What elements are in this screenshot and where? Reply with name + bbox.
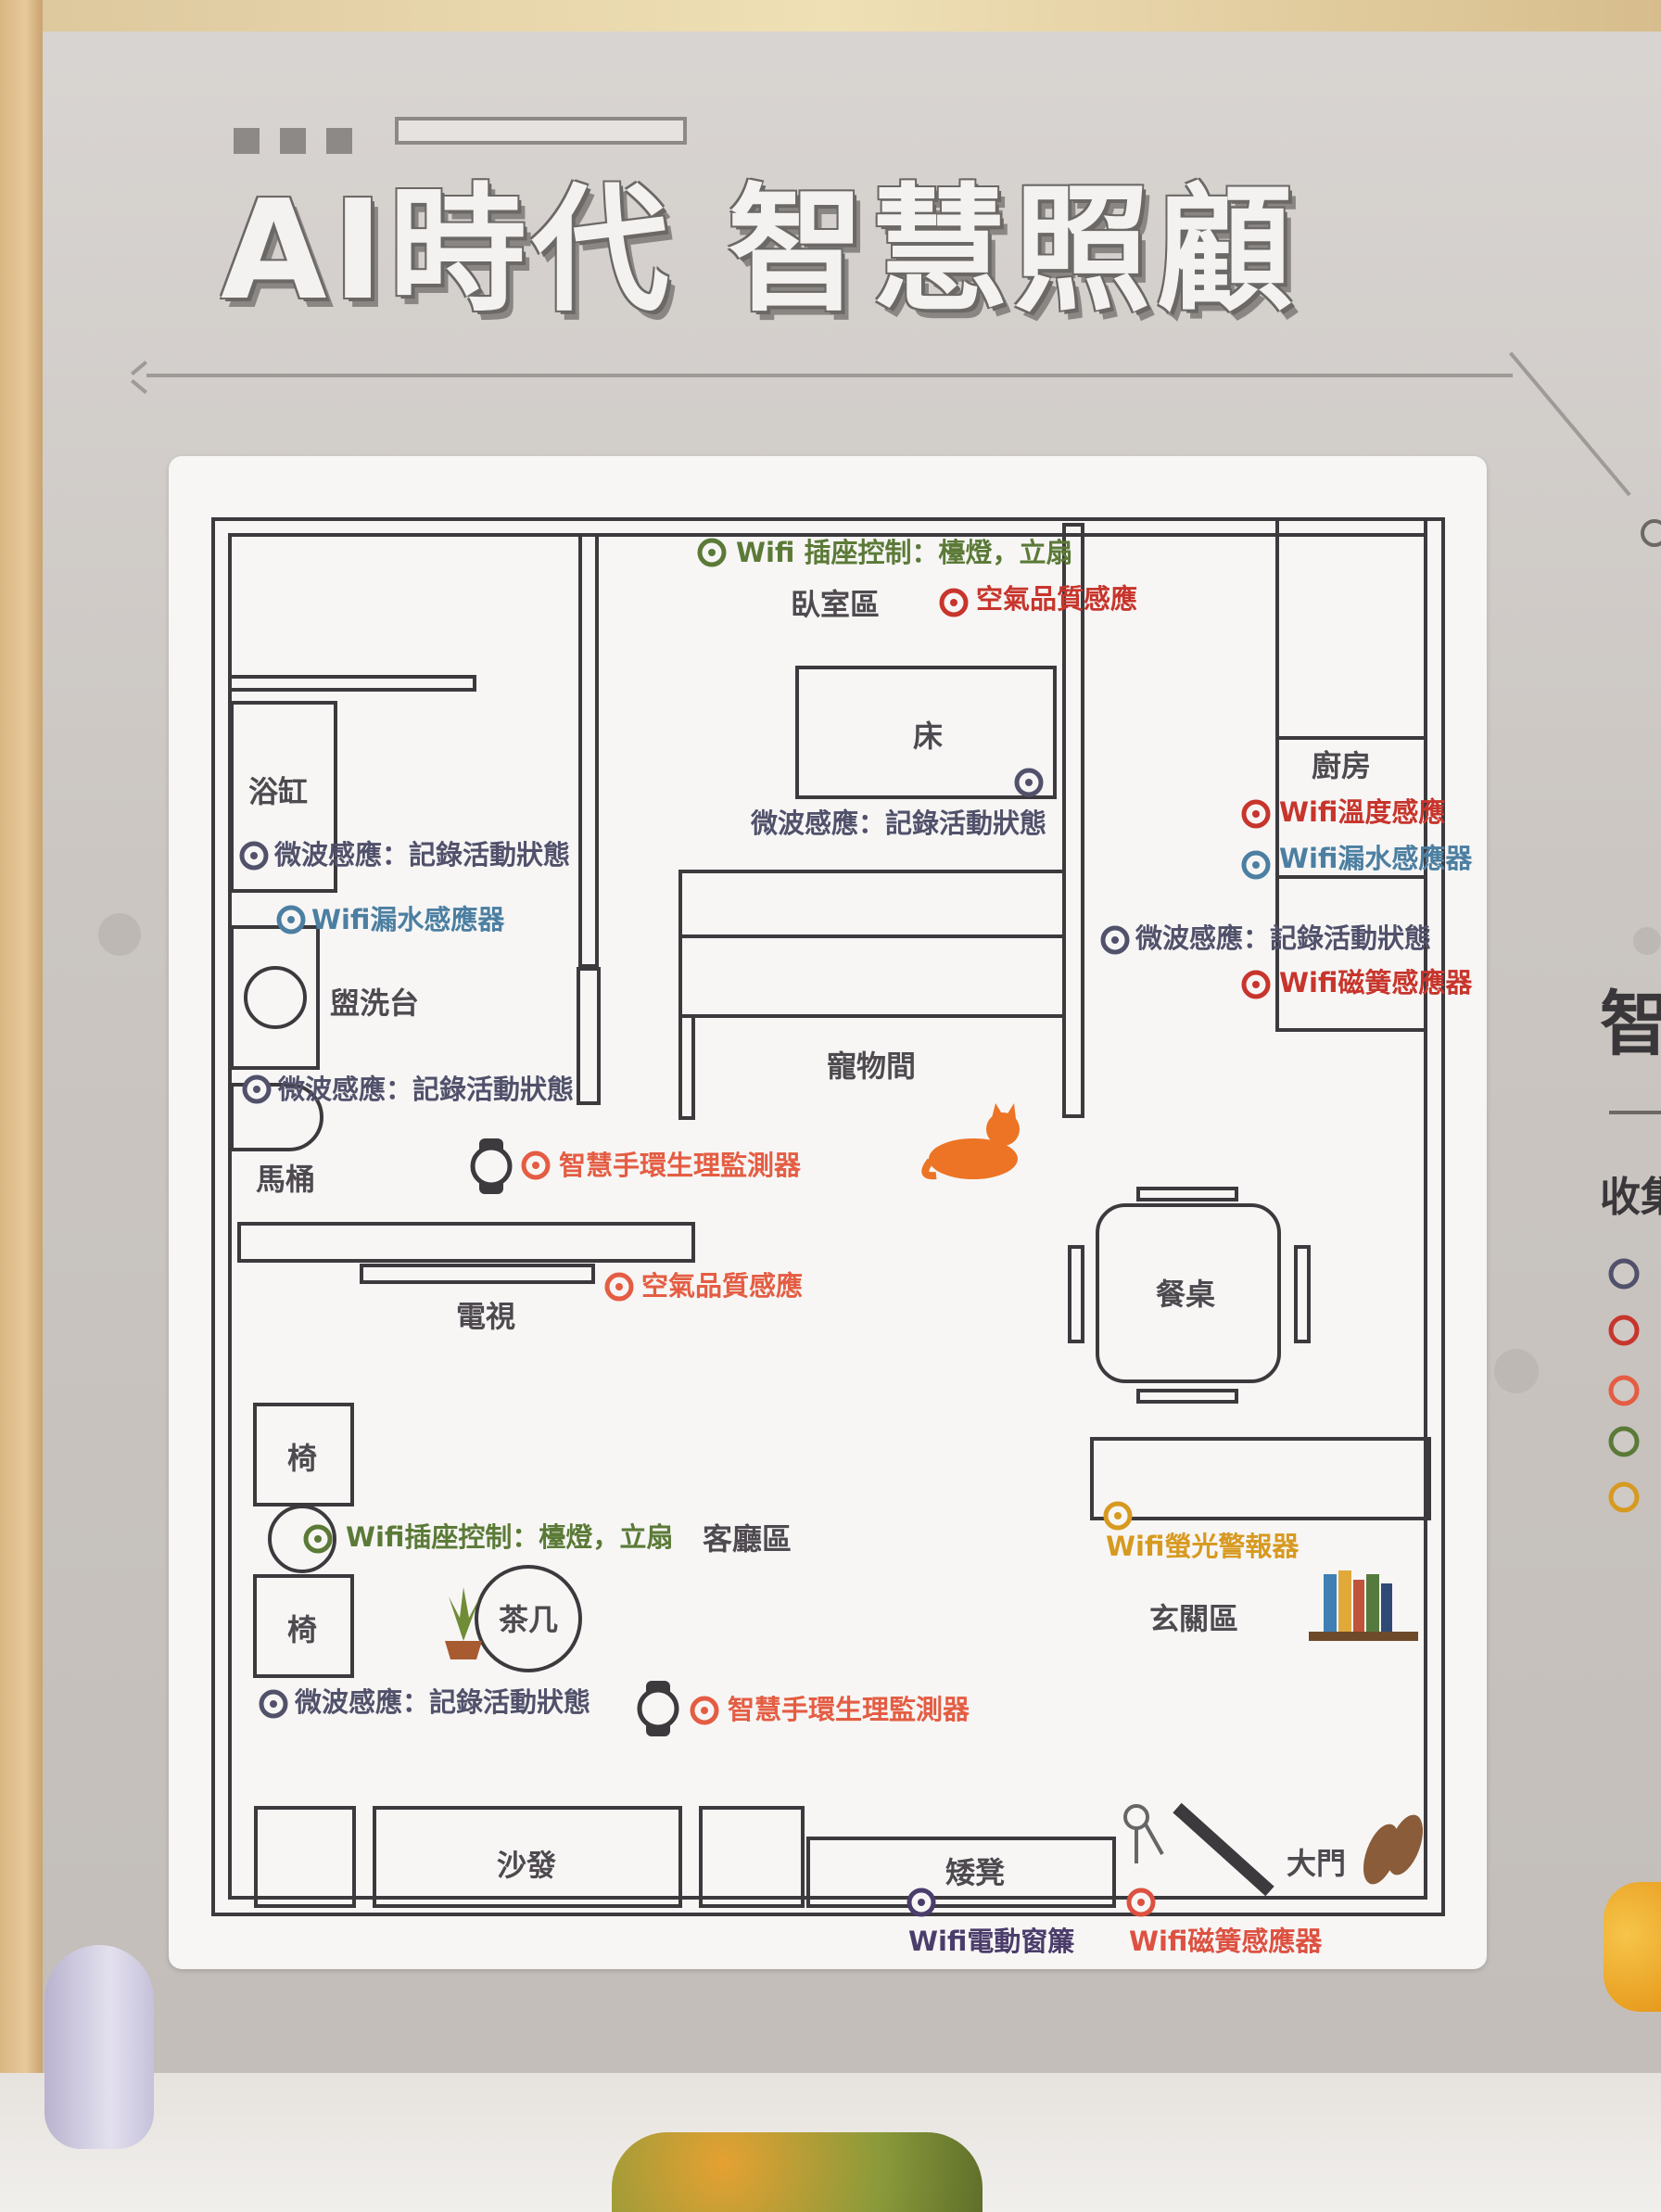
side-panel-legend	[1608, 1258, 1640, 1513]
room-label-tv: 電視	[456, 1299, 516, 1334]
sensor-label-bed-microwave: 微波感應：記錄活動狀態	[751, 807, 1047, 839]
pet-room-partition	[678, 870, 1066, 938]
room-label-living-room: 客廳區	[703, 1521, 792, 1557]
floor-plan-panel	[169, 456, 1487, 1969]
room-label-washbasin: 盥洗台	[330, 985, 420, 1021]
room-label-dining-table: 餐桌	[1156, 1277, 1216, 1312]
dining-chair-right	[1294, 1245, 1311, 1343]
inner-wall	[228, 533, 1427, 1900]
room-label-bed: 床	[913, 718, 944, 754]
side-lamp-table	[268, 1505, 336, 1573]
sofa-side-right	[699, 1806, 805, 1908]
circuit-node	[1633, 927, 1661, 955]
chair-2	[253, 1574, 354, 1678]
bathroom-wall	[578, 533, 599, 968]
room-label-chair-2: 椅	[287, 1612, 318, 1647]
pet-room-post	[678, 1014, 695, 1120]
washbasin-counter	[230, 925, 320, 1070]
bathroom-door-post	[577, 967, 601, 1105]
humidifier	[44, 1945, 154, 2149]
pet-room-partition-lower	[678, 934, 1066, 1018]
legend-dot	[1608, 1375, 1640, 1406]
sensor-label-toilet-microwave: 微波感應：記錄活動狀態	[278, 1074, 575, 1105]
circuit-line	[146, 374, 1513, 377]
outer-wall	[211, 517, 1445, 1916]
kitchen-upper-cabinet	[1275, 517, 1427, 740]
legend-dot	[1608, 1481, 1640, 1513]
divider-wall	[237, 1222, 695, 1263]
chair-1	[253, 1403, 354, 1506]
kitchen-lower-cabinet	[1275, 875, 1427, 1032]
room-label-sofa: 沙發	[497, 1848, 557, 1883]
dining-chair-left	[1068, 1245, 1084, 1343]
legend-dot	[1608, 1426, 1640, 1457]
room-label-front-door: 大門	[1287, 1846, 1347, 1881]
sensor-label-living-plug: Wifi插座控制：檯燈，立扇	[346, 1521, 674, 1553]
sensor-label-watch-2: 智慧手環生理監測器	[728, 1694, 970, 1725]
dining-table	[1096, 1203, 1281, 1383]
plant-icon	[445, 1587, 482, 1659]
keys-icon	[1123, 1804, 1164, 1863]
sensor-label-kitchen-temp: Wifi溫度感應	[1279, 796, 1446, 828]
room-label-bedroom: 臥室區	[791, 587, 881, 622]
cat-icon	[921, 1103, 1020, 1180]
title-ornament-bar	[395, 117, 687, 145]
sensor-label-curtain: Wifi電動窗簾	[908, 1926, 1075, 1957]
coffee-table	[475, 1565, 582, 1672]
sensor-label-living-air: 空氣品質感應	[641, 1270, 804, 1302]
sensor-label-kitchen-leak: Wifi漏水感應器	[1279, 843, 1473, 874]
sensor-label-door-magnet: Wifi磁簧感應器	[1129, 1926, 1323, 1957]
toilet-bowl	[230, 1083, 323, 1151]
side-panel-rule	[1609, 1111, 1661, 1114]
smartwatch-icon	[470, 1138, 513, 1194]
room-label-bathtub: 浴缸	[248, 774, 309, 809]
sensor-label-bath-leak: Wifi漏水感應器	[311, 904, 505, 935]
top-trim	[0, 0, 1661, 32]
stool	[806, 1837, 1116, 1908]
bookshelf-icon	[1309, 1570, 1418, 1641]
circuit-node	[1641, 519, 1661, 547]
room-label-toilet: 馬桶	[256, 1162, 316, 1197]
sofa-side-left	[254, 1806, 356, 1908]
left-wood-frame	[0, 0, 43, 2212]
sensor-label-bath-microwave: 微波感應：記錄活動狀態	[274, 839, 571, 871]
dining-chair-top	[1136, 1187, 1238, 1201]
flower-decoration	[1604, 1882, 1661, 2012]
bathroom-shelf	[228, 675, 476, 692]
side-panel-heading: 智	[1600, 983, 1661, 1065]
room-label-coffee-table: 茶几	[499, 1602, 559, 1637]
front-door	[1173, 1802, 1274, 1897]
sensor-label-living-microwave: 微波感應：記錄活動狀態	[295, 1686, 591, 1718]
legend-dot	[1608, 1258, 1640, 1290]
room-label-kitchen: 廚房	[1312, 748, 1372, 783]
tv-stand	[360, 1264, 595, 1284]
sensor-label-watch-1: 智慧手環生理監測器	[559, 1150, 802, 1181]
circuit-node	[1494, 1349, 1539, 1393]
room-label-chair-1: 椅	[287, 1441, 318, 1476]
circuit-node	[98, 913, 141, 956]
washbasin-sink	[244, 966, 307, 1029]
bathtub	[230, 701, 337, 893]
sensor-label-kitchen-microwave: 微波感應：記錄活動狀態	[1135, 922, 1432, 954]
plant-decoration	[612, 2132, 983, 2212]
room-label-entrance: 玄關區	[1149, 1601, 1239, 1636]
smartwatch-icon	[637, 1681, 679, 1736]
entrance-cabinet	[1090, 1437, 1431, 1520]
sofa	[373, 1806, 682, 1908]
sensor-label-bedroom-air: 空氣品質感應	[976, 583, 1138, 615]
sensor-label-kitchen-magnet: Wifi磁簧感應器	[1279, 967, 1473, 998]
room-label-stool: 矮凳	[945, 1855, 1006, 1890]
legend-dot	[1608, 1315, 1640, 1346]
slippers-icon	[1363, 1814, 1424, 1885]
dining-chair-bottom	[1136, 1389, 1238, 1404]
sensor-label-bedroom-plug: Wifi 插座控制：檯燈，立扇	[736, 537, 1073, 568]
sensor-label-entrance-light: Wifi螢光警報器	[1106, 1531, 1300, 1562]
bedroom-wall-right	[1062, 523, 1084, 1118]
room-label-pet-room: 寵物間	[827, 1049, 917, 1084]
side-panel-subheading: 收集	[1600, 1174, 1661, 1221]
page-title: AI時代 智慧照顧	[221, 171, 1300, 330]
bed	[795, 666, 1057, 799]
